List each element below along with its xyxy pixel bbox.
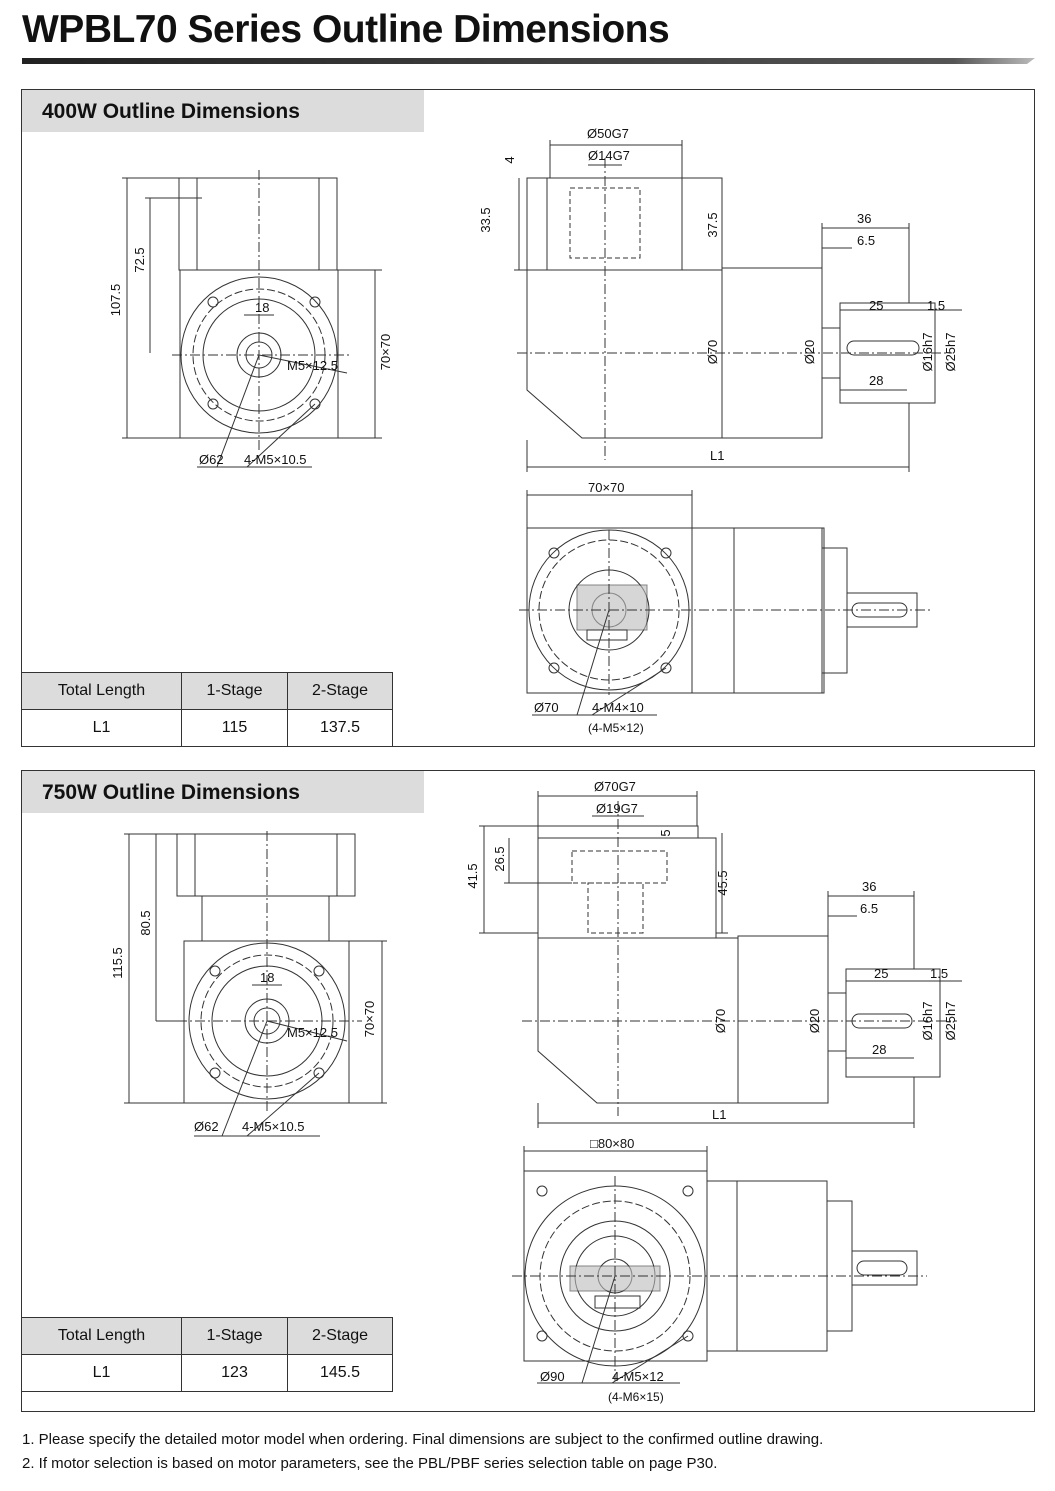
dim-115-5: 115.5 bbox=[110, 947, 125, 979]
length-table: Total Length 1-Stage 2-Stage L1 115 137.… bbox=[21, 672, 393, 747]
page-title: WPBL70 Series Outline Dimensions bbox=[22, 8, 670, 51]
dim-end-holes: 4-M4×10 bbox=[592, 700, 644, 715]
section-750w: 750W Outline Dimensions 115.5 80.5 bbox=[21, 770, 1035, 1412]
row-label: L1 bbox=[21, 709, 182, 747]
col-total-length: Total Length bbox=[21, 1317, 182, 1355]
dim-m5: M5×12.5 bbox=[287, 358, 338, 373]
dim-phi16: Ø16h7 bbox=[920, 1001, 935, 1040]
dim-28: 28 bbox=[872, 1042, 886, 1057]
dim-phi-pcd: Ø70 bbox=[534, 700, 559, 715]
title-underline bbox=[22, 58, 1035, 64]
row-label: L1 bbox=[21, 1354, 182, 1392]
dim-square: 70×70 bbox=[588, 480, 625, 495]
val-1-stage: 123 bbox=[181, 1354, 288, 1392]
dim-1-5: 1.5 bbox=[930, 966, 948, 981]
dim-phi25: Ø25h7 bbox=[943, 1001, 958, 1040]
dim-holes: 4-M5×10.5 bbox=[244, 452, 307, 467]
col-2-stage: 2-Stage bbox=[287, 672, 393, 710]
dim-phi-bore: Ø19G7 bbox=[596, 801, 638, 816]
dim-phi-flange: Ø70G7 bbox=[594, 779, 636, 794]
end-view: 70×70 Ø70 4-M4×10 (4-M5×12) bbox=[519, 480, 932, 735]
dim-25: 25 bbox=[874, 966, 888, 981]
dim-top-41-5: 41.5 bbox=[465, 863, 480, 888]
dim-1-5: 1.5 bbox=[927, 298, 945, 313]
val-2-stage: 137.5 bbox=[287, 709, 393, 747]
dim-l1: L1 bbox=[710, 448, 724, 463]
val-2-stage: 145.5 bbox=[287, 1354, 393, 1392]
dim-end-holes-alt: (4-M5×12) bbox=[588, 721, 644, 735]
dim-top-26-5: 26.5 bbox=[492, 846, 507, 871]
dim-end-holes: 4-M5×12 bbox=[612, 1369, 664, 1384]
footnote-1: 1. Please specify the detailed motor mod… bbox=[22, 1431, 824, 1448]
dim-phi-flange: Ø50G7 bbox=[587, 126, 629, 141]
dim-107-5: 107.5 bbox=[108, 284, 123, 317]
dim-36: 36 bbox=[862, 879, 876, 894]
dim-phi20: Ø20 bbox=[807, 1009, 822, 1034]
dim-small: 4 bbox=[502, 156, 517, 163]
dim-phi-bore: Ø14G7 bbox=[588, 148, 630, 163]
dim-m5: M5×12.5 bbox=[287, 1025, 338, 1040]
front-view: 115.5 80.5 70×70 18 M5×12.5 Ø62 4-M5×10.… bbox=[110, 831, 387, 1137]
dim-6-5: 6.5 bbox=[860, 901, 878, 916]
dim-top: 33.5 bbox=[478, 207, 493, 232]
section-heading: 750W Outline Dimensions bbox=[22, 771, 424, 813]
dim-25: 25 bbox=[869, 298, 883, 313]
dim-phi70: Ø70 bbox=[705, 340, 720, 365]
dim-72-5: 72.5 bbox=[132, 247, 147, 272]
dim-end-holes-alt: (4-M6×15) bbox=[608, 1390, 664, 1404]
front-view: 107.5 72.5 70×70 18 M5×12.5 Ø62 4-M5×10.… bbox=[108, 170, 393, 468]
section-heading: 400W Outline Dimensions bbox=[22, 90, 424, 132]
footnote-2: 2. If motor selection is based on motor … bbox=[22, 1455, 718, 1472]
dim-mid: 37.5 bbox=[705, 212, 720, 237]
section-400w: 400W Outline Dimensions 107.5 72.5 bbox=[21, 89, 1035, 747]
drawing-750w: 115.5 80.5 70×70 18 M5×12.5 Ø62 4-M5×10.… bbox=[110, 779, 962, 1404]
dim-6-5: 6.5 bbox=[857, 233, 875, 248]
dim-70x70: 70×70 bbox=[378, 334, 393, 371]
side-view: Ø50G7 Ø14G7 4 33.5 37.5 36 6.5 25 1.5 Ø7… bbox=[478, 126, 962, 472]
dim-phi70: Ø70 bbox=[713, 1009, 728, 1034]
dim-phi62: Ø62 bbox=[199, 452, 224, 467]
col-2-stage: 2-Stage bbox=[287, 1317, 393, 1355]
col-total-length: Total Length bbox=[21, 672, 182, 710]
dim-36: 36 bbox=[857, 211, 871, 226]
dim-80-5: 80.5 bbox=[138, 910, 153, 935]
dim-holes: 4-M5×10.5 bbox=[242, 1119, 305, 1134]
footnotes: 1. Please specify the detailed motor mod… bbox=[22, 1428, 823, 1476]
dim-70x70: 70×70 bbox=[362, 1001, 377, 1038]
dim-mid: 45.5 bbox=[715, 870, 730, 895]
dim-phi20: Ø20 bbox=[802, 340, 817, 365]
end-view: □80×80 Ø90 4-M5×12 (4-M6×15) bbox=[512, 1136, 927, 1404]
side-view: Ø70G7 Ø19G7 5 41.5 26.5 45.5 36 6.5 25 1… bbox=[465, 779, 962, 1128]
dim-phi16: Ø16h7 bbox=[920, 332, 935, 371]
dim-phi62: Ø62 bbox=[194, 1119, 219, 1134]
val-1-stage: 115 bbox=[181, 709, 288, 747]
dim-phi-pcd: Ø90 bbox=[540, 1369, 565, 1384]
dim-18: 18 bbox=[260, 970, 274, 985]
dim-28: 28 bbox=[869, 373, 883, 388]
dim-square: □80×80 bbox=[590, 1136, 634, 1151]
length-table: Total Length 1-Stage 2-Stage L1 123 145.… bbox=[21, 1317, 393, 1392]
dim-small: 5 bbox=[658, 829, 673, 836]
dim-l1: L1 bbox=[712, 1107, 726, 1122]
dim-phi25: Ø25h7 bbox=[943, 332, 958, 371]
col-1-stage: 1-Stage bbox=[181, 672, 288, 710]
col-1-stage: 1-Stage bbox=[181, 1317, 288, 1355]
drawing-400w: 107.5 72.5 70×70 18 M5×12.5 Ø62 4-M5×10.… bbox=[108, 126, 962, 735]
dim-18: 18 bbox=[255, 300, 269, 315]
